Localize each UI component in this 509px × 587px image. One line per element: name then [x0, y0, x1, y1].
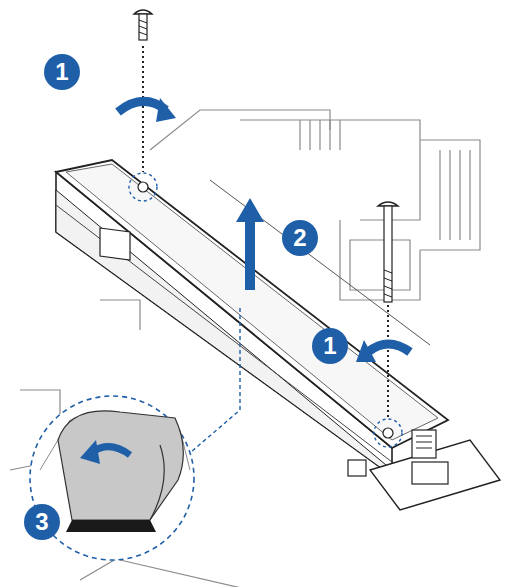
callout-number: 1: [44, 54, 80, 90]
callout-number: 1: [312, 328, 348, 364]
callout-number: 3: [24, 504, 60, 540]
callout-number: 2: [282, 220, 318, 256]
